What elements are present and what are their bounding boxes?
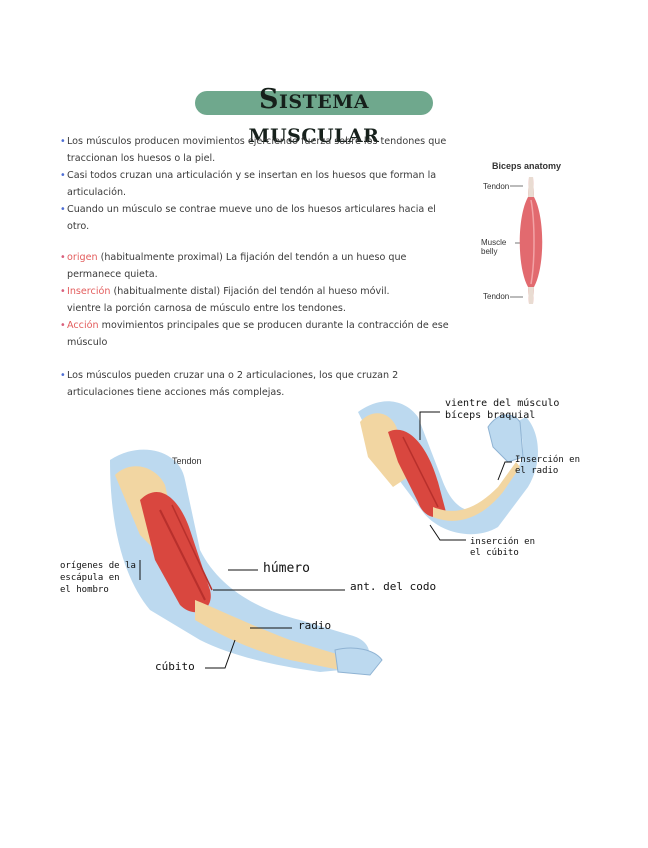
page-title: Sistema muscular bbox=[248, 84, 380, 149]
definition-insercion: Inserción (habitualmente distal) Fijació… bbox=[67, 286, 390, 314]
arm-left-cubito-label: cúbito bbox=[155, 660, 195, 673]
definition-accion: Acción movimientos principales que se pr… bbox=[67, 320, 449, 348]
biceps-label-belly-2: belly bbox=[481, 247, 498, 256]
biceps-muscle-illustration bbox=[510, 177, 543, 304]
bullet-dot: • bbox=[60, 252, 66, 263]
biceps-label-tendon-bottom: Tendon bbox=[483, 292, 510, 301]
biceps-label-tendon-top: Tendon bbox=[483, 182, 510, 191]
bullet-dot: • bbox=[60, 320, 66, 331]
bullet-dot: • bbox=[60, 204, 66, 215]
bullet-text-1: Los músculos producen movimientos ejerci… bbox=[67, 136, 447, 164]
bullet-dot: • bbox=[60, 286, 66, 297]
arm-left-codo-label: ant. del codo bbox=[350, 580, 437, 593]
title-banner: Sistema muscular bbox=[195, 83, 433, 149]
bullet-text-3: Cuando un músculo se contrae mueve uno d… bbox=[67, 204, 436, 232]
title-highlight bbox=[195, 91, 433, 115]
bullet-dot: • bbox=[60, 170, 66, 181]
arm-left-tendon-label: Tendon bbox=[172, 456, 202, 466]
arm-left-illustration bbox=[110, 449, 383, 676]
arm-left-radio-label: radio bbox=[298, 619, 332, 632]
arm-right-illustration bbox=[358, 401, 538, 535]
bullet-text-2: Casi todos cruzan una articulación y se … bbox=[67, 170, 437, 198]
bullet-dot: • bbox=[60, 370, 66, 381]
arm-left-humero-label: húmero bbox=[263, 561, 310, 576]
biceps-label-belly-1: Muscle bbox=[481, 238, 507, 247]
biceps-figure-title: Biceps anatomy bbox=[492, 161, 562, 171]
bullet-text-joints: Los músculos pueden cruzar una o 2 artic… bbox=[67, 370, 399, 398]
definition-origen: origen (habitualmente proximal) La fijac… bbox=[67, 252, 407, 280]
bullet-dot: • bbox=[60, 136, 66, 147]
